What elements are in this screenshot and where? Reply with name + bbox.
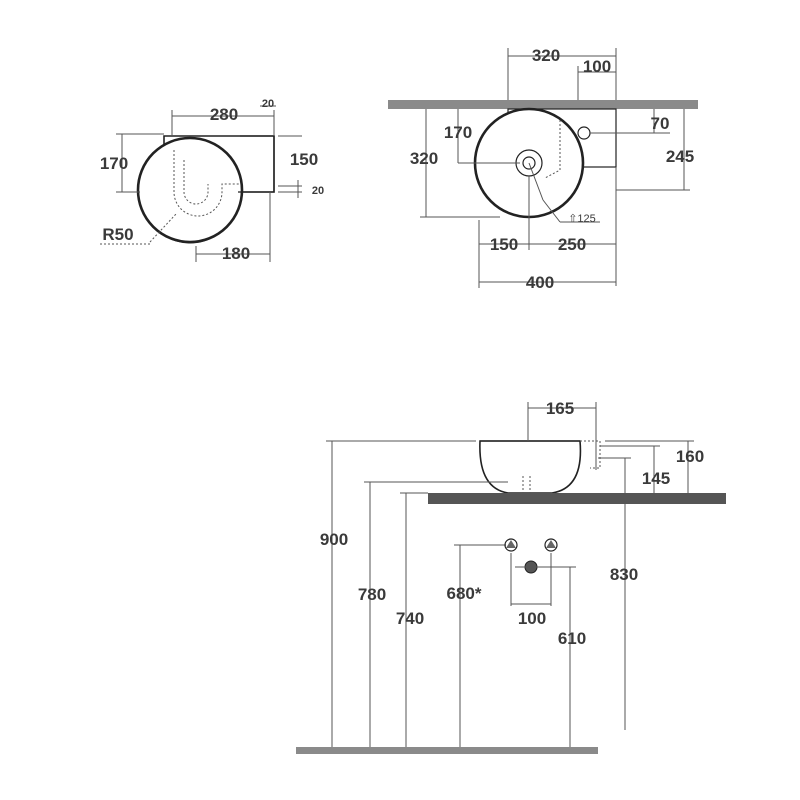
dim-680: 680* [447,584,482,603]
dim-20-side: 20 [312,185,324,197]
dim-280: 280 [210,105,238,124]
dim-170: 170 [100,154,128,173]
dim-150-wall: 150 [490,235,518,254]
tap-hole [577,126,591,140]
dim-70: 70 [651,114,670,133]
dim-320-top: 320 [532,46,560,65]
dim-150: 150 [290,150,318,169]
floor [296,747,598,754]
leader-125 [542,199,561,223]
side-elevation: 165 160 145 900 780 740 680* [296,399,726,754]
dim-400: 400 [526,273,554,292]
dim-180: 180 [222,244,250,263]
dim-165: 165 [546,399,574,418]
dim-610: 610 [558,629,586,648]
dim-320-left: 320 [410,149,438,168]
tap-deck [238,135,275,193]
valve-right-icon [544,538,558,552]
dim-170-wall: 170 [444,123,472,142]
bowl-circle [136,136,244,244]
dim-100-side: 100 [518,609,546,628]
dim-160: 160 [676,447,704,466]
valve-left-icon [504,538,518,552]
drain-side [522,476,531,493]
valve-left-mark [506,540,516,548]
dim-780: 780 [358,585,386,604]
dim-245: 245 [666,147,694,166]
valve-right-mark [546,540,556,548]
dim-740: 740 [396,609,424,628]
dim-145: 145 [642,469,670,488]
dim-r50: R50 [102,225,133,244]
wall-slab [388,100,698,109]
tap-deck-side [580,440,601,469]
plan-view-small: 280 20 170 150 20 R50 180 [100,98,324,263]
countertop [428,493,726,504]
dim-100-top: 100 [583,57,611,76]
drain-path [173,150,240,217]
overflow-path [544,120,561,179]
dim-drain-125: ⇧125 [568,213,596,225]
leader-drain [528,162,544,201]
dim-830: 830 [610,565,638,584]
plan-view-wall: 320 100 170 70 320 245 ⇧125 150 250 [388,46,698,292]
drain-inner [522,156,536,170]
dim-250: 250 [558,235,586,254]
dim-900: 900 [320,530,348,549]
dim-20-top: 20 [262,98,274,110]
